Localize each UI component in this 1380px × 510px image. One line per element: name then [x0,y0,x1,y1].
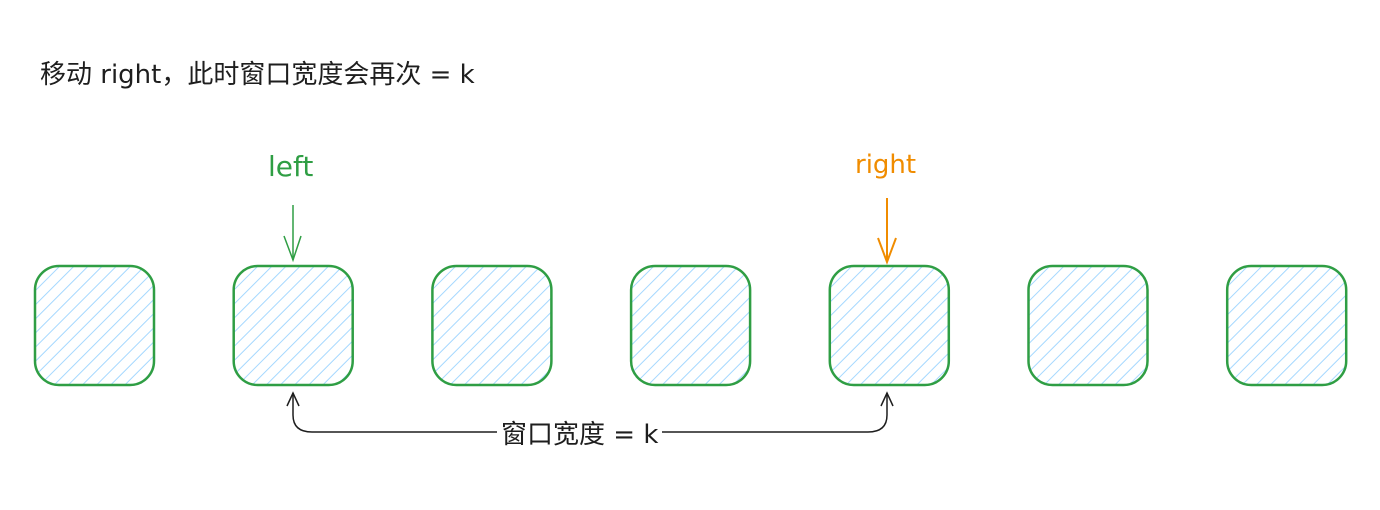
left-pointer-label: left [268,150,314,183]
left-arrowhead [283,235,302,263]
right-arrowhead [877,237,897,265]
array-cell-6 [1225,264,1348,387]
array-cell-5 [1027,264,1149,387]
window-width-label: 窗口宽度 = k [497,414,663,451]
array-cell-2 [431,264,553,387]
diagram-title: 移动 right，此时窗口宽度会再次 = k [40,60,475,90]
right-pointer-label: right [855,150,917,180]
array-cell-3 [629,264,752,387]
array-cell-1 [232,264,354,387]
array-cell-0 [33,264,156,387]
array-cell-4 [828,264,951,387]
window-bracket-right-arrowhead [880,391,894,407]
window-bracket-left-arrowhead [286,391,300,407]
